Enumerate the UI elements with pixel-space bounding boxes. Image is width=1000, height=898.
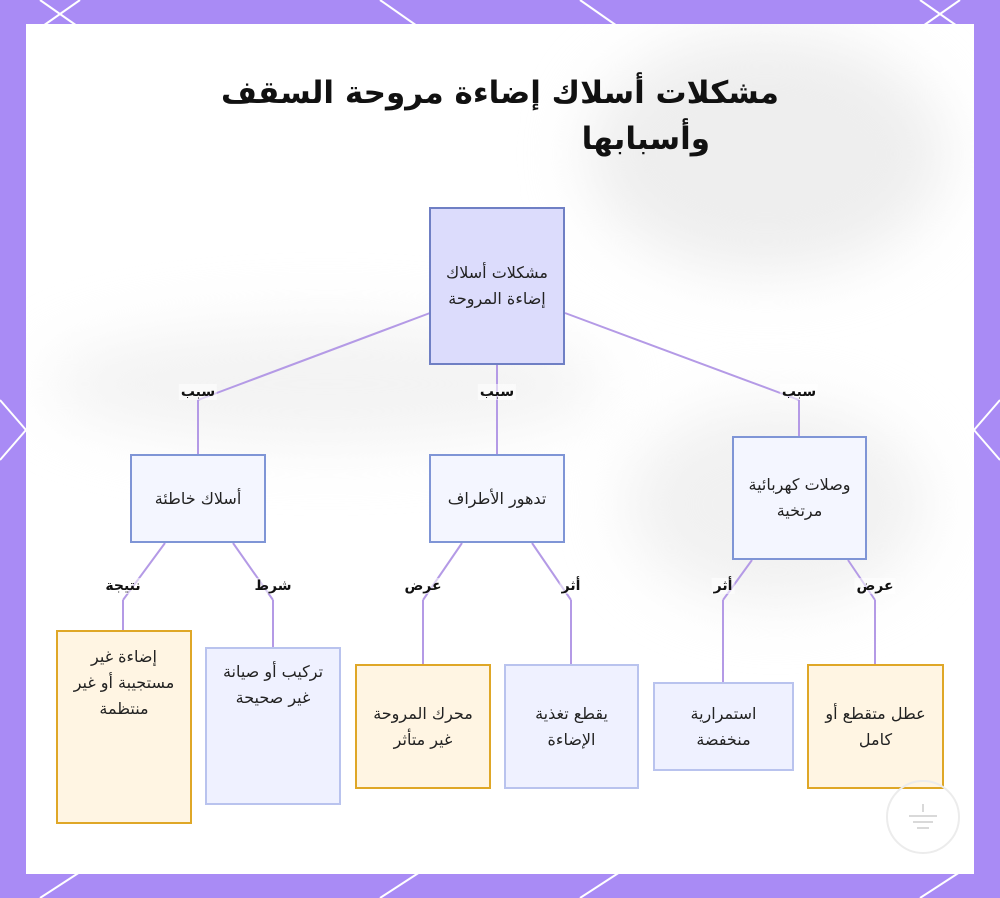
node-motor-affected: محرك المروحة غير متأثر: [355, 664, 491, 789]
edge-label-cause: سبب: [477, 384, 517, 400]
edge-label-effect: أثر: [559, 578, 583, 594]
fan-logo-icon: [909, 804, 937, 829]
background-blur-shape: [586, 34, 946, 274]
node-wrong-wires: أسلاك خاطئة: [130, 454, 266, 543]
node-root-fan-light-wiring-problems: مشكلات أسلاك إضاءة المروحة: [429, 207, 565, 365]
edge-label-symptom: عرض: [854, 578, 896, 594]
title-line-2: وأسبابها: [581, 121, 710, 157]
diagram-title: مشكلات أسلاك إضاءة مروحة السقف وأسبابها: [120, 70, 880, 162]
edge-label-condition: شرط: [252, 578, 294, 594]
edge-label-cause: سبب: [178, 384, 218, 400]
edge-label-effect: أثر: [711, 578, 735, 594]
edge-root-to-wrong-wires: [197, 312, 431, 401]
node-intermittent-fault: عطل متقطع أو كامل: [807, 664, 944, 789]
edge-label-symptom: عرض: [402, 578, 444, 594]
edge-label-cause: سبب: [779, 384, 819, 400]
edge-root-to-loose-connections: [564, 312, 800, 401]
watermark-logo: [886, 780, 960, 854]
edge-label-result: نتيجة: [103, 578, 143, 594]
node-low-continuity: استمرارية منخفضة: [653, 682, 794, 771]
node-power-cut: يقطع تغذية الإضاءة: [504, 664, 639, 789]
node-unresponsive-light: إضاءة غير مستجيبة أو غير منتظمة: [56, 630, 192, 824]
node-terminal-decay: تدهور الأطراف: [429, 454, 565, 543]
node-loose-connections: وصلات كهربائية مرتخية: [732, 436, 867, 560]
title-line-1: مشكلات أسلاك إضاءة مروحة السقف: [221, 75, 779, 111]
node-bad-install: تركيب أو صيانة غير صحيحة: [205, 647, 341, 805]
